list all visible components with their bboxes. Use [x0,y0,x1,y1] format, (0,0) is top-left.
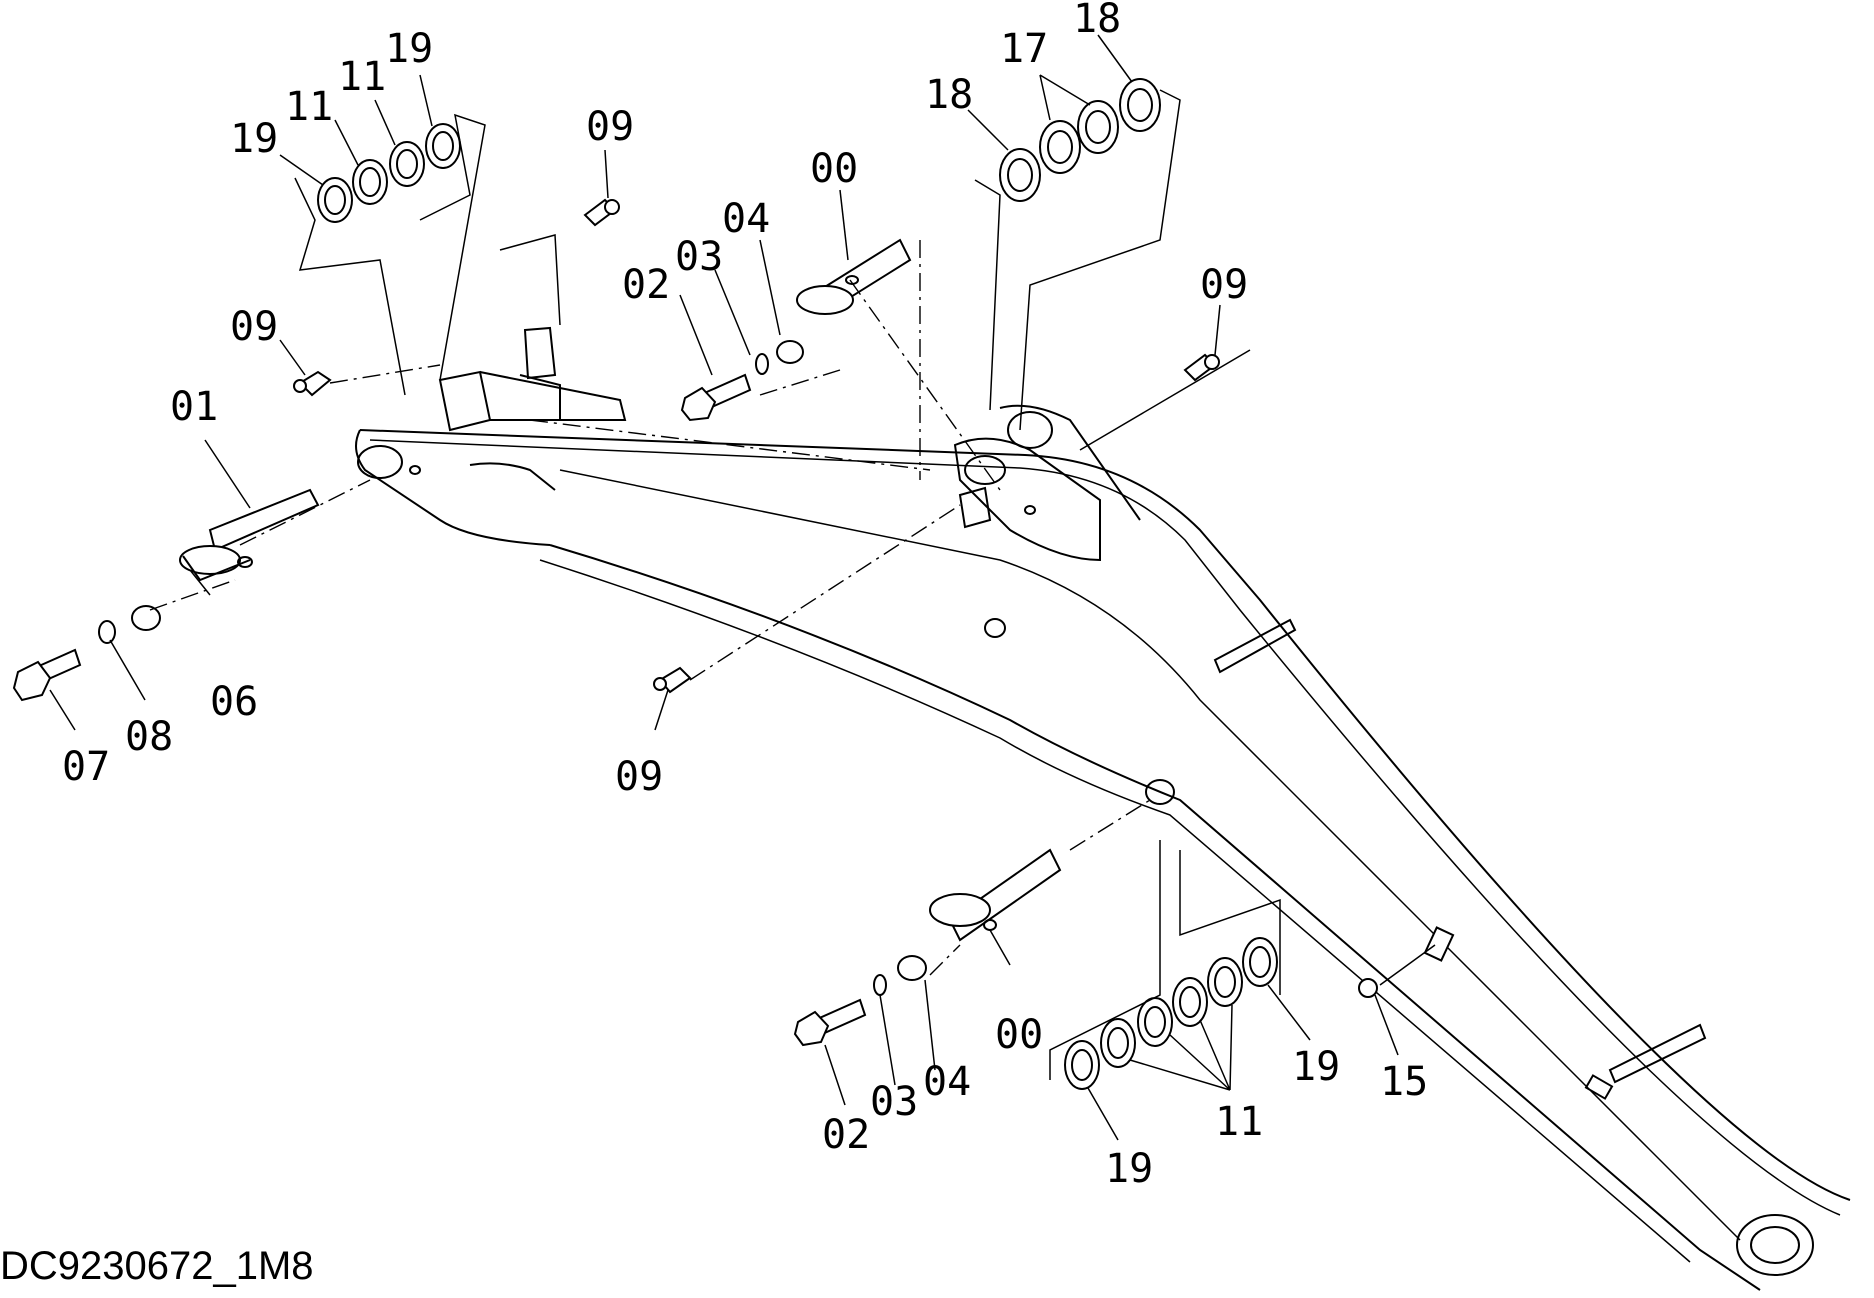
callout-03-a: 03 [675,234,723,280]
callout-01: 01 [170,384,218,430]
callout-15: 15 [1380,1059,1428,1105]
washer-03-lower [873,974,887,996]
callout-18-b: 18 [1073,0,1121,42]
pin-01 [179,488,320,582]
callout-08: 08 [125,714,173,760]
callout-07: 07 [62,744,110,790]
grease-fitting-09-d [653,666,692,694]
collar-04-lower [897,955,927,981]
shim-group-lower [1064,937,1278,1090]
washer-08 [98,620,116,644]
bolt-02-lower [793,998,867,1047]
callout-11-b: 11 [338,54,386,100]
collar-04-upper [776,340,804,364]
grease-fitting-09-b [583,198,620,227]
arm-body [359,429,1851,1291]
bracket-15 [1423,926,1455,962]
bolt-07 [12,648,82,702]
washer-03-upper [755,353,769,375]
callout-19-c: 19 [1292,1044,1340,1090]
callout-00-a: 00 [810,146,858,192]
drawing-id-label: DC9230672_1M8 [0,1244,314,1288]
boom-foot [355,326,627,546]
assembly-lines [149,89,1436,1080]
bolt-02-upper [680,373,752,422]
callout-02-a: 02 [622,262,670,308]
callout-18-a: 18 [925,72,973,118]
callout-09-c: 09 [1200,262,1248,308]
callout-04-b: 04 [923,1059,971,1105]
callout-00-b: 00 [995,1012,1043,1058]
grease-fitting-09-c [1183,353,1220,382]
callout-06: 06 [210,679,258,725]
center-lug [953,404,1141,562]
callout-09-b: 09 [586,104,634,150]
grease-fitting-09-a [293,370,332,397]
callout-09-d: 09 [615,754,663,800]
callout-19-a: 19 [230,116,278,162]
callout-17: 17 [1000,26,1048,72]
callout-11-c: 11 [1215,1099,1263,1145]
pin-00-upper [796,238,912,315]
callout-03-b: 03 [870,1079,918,1125]
shim-group-upper-right [999,78,1161,202]
shim-group-upper-left [317,123,461,223]
plug-15 [1358,978,1378,998]
callout-19-b: 19 [385,26,433,72]
callout-19-d: 19 [1105,1146,1153,1192]
callout-02-b: 02 [822,1112,870,1158]
callout-11-a: 11 [285,84,333,130]
leader-lines [49,34,1399,1141]
callouts: 01 06 07 08 09 09 09 09 19 11 11 19 02 0… [62,0,1428,1192]
pin-00-lower [929,848,1062,942]
collar-06 [131,605,161,631]
callout-04-a: 04 [722,196,770,242]
callout-09-a: 09 [230,304,278,350]
